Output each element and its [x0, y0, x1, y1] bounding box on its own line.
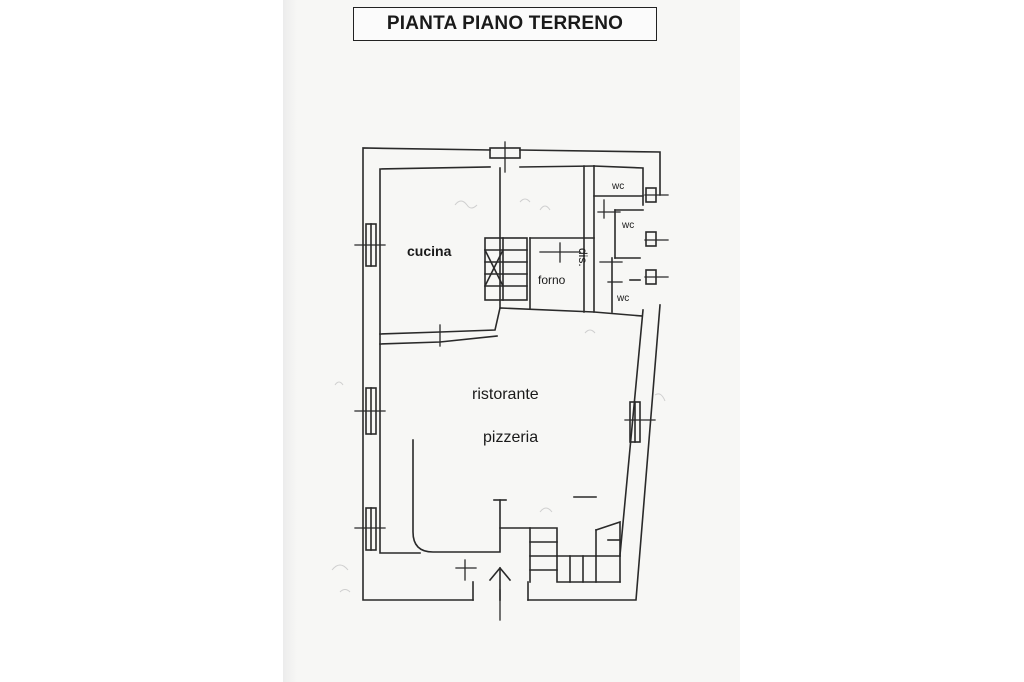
- paper-sheet: [283, 0, 740, 682]
- entrance-stairs: [499, 496, 621, 583]
- room-label-forno: forno: [538, 273, 566, 287]
- plan-title-box: PIANTA PIANO TERRENO: [353, 7, 657, 41]
- room-label-wc-bottom: wc: [617, 293, 630, 304]
- internal-stair: [483, 237, 528, 301]
- entrance-arrow-icon: [488, 566, 512, 601]
- interior-partitions: [379, 165, 644, 345]
- door-marks: [354, 141, 669, 621]
- room-label-cucina: cucina: [407, 243, 452, 259]
- room-label-ristorante: ristorante: [472, 386, 539, 403]
- paper-edge-shadow: [283, 0, 297, 682]
- plan-title: PIANTA PIANO TERRENO: [386, 13, 624, 34]
- room-label-disimpegno: dis.: [576, 248, 590, 267]
- outer-walls: [362, 147, 661, 601]
- room-label-wc-middle: wc: [622, 220, 635, 231]
- room-label-pizzeria: pizzeria: [483, 429, 539, 446]
- counter: [412, 439, 507, 553]
- windows: [365, 147, 657, 551]
- pencil-marks: [331, 198, 666, 593]
- room-label-wc-top: wc: [612, 181, 625, 192]
